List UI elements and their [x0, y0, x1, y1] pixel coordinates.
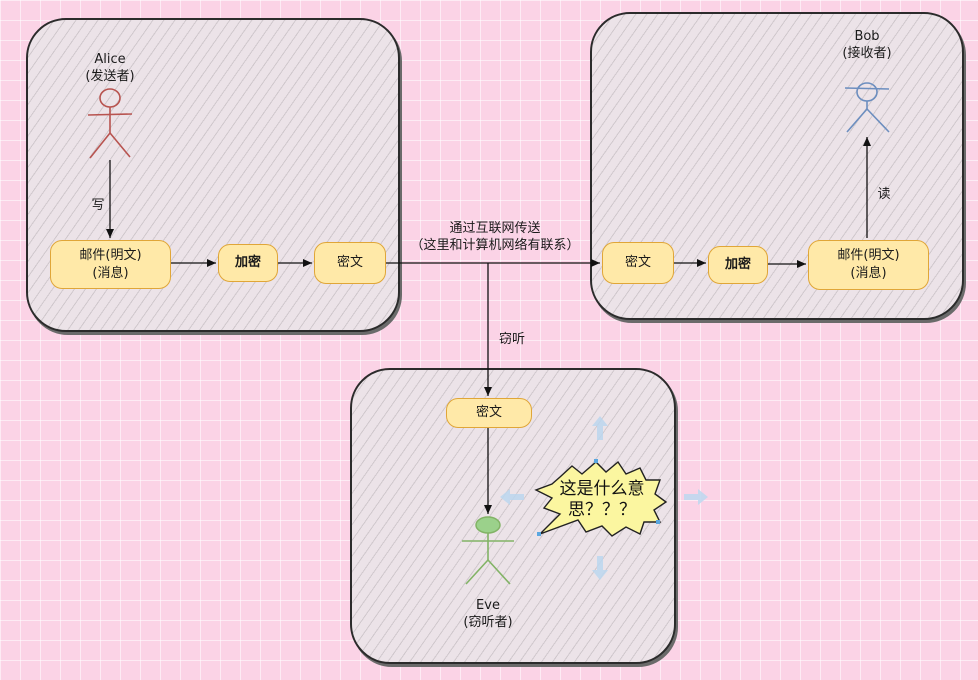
- alice-figure-icon: [87, 88, 133, 159]
- bob-mail-box: 邮件(明文) (消息): [808, 240, 929, 290]
- bob-mail-line1: 邮件(明文): [837, 248, 900, 263]
- alice-mail-line2: (消息): [92, 265, 129, 281]
- selection-handles-icon: [500, 416, 708, 580]
- alice-mail-box: 邮件(明文) (消息): [50, 240, 171, 289]
- eve-figure-icon: [462, 516, 514, 585]
- alice-name: Alice: [94, 52, 126, 67]
- bob-encrypt-label: 加密: [724, 257, 751, 272]
- write-label: 写: [91, 198, 105, 213]
- read-label: 读: [877, 187, 891, 202]
- alice-encrypt-label: 加密: [234, 255, 261, 270]
- bob-cipher-box: 密文: [602, 242, 674, 284]
- alice-encrypt-box: 加密: [218, 244, 278, 282]
- speech-bubble-icon: [534, 460, 668, 537]
- bob-cipher-label: 密文: [624, 255, 651, 270]
- bob-encrypt-box: 加密: [708, 246, 768, 284]
- speech-text: 这是什么意 思？？？: [548, 479, 656, 521]
- eve-cipher-label: 密文: [475, 405, 502, 420]
- bob-name: Bob: [854, 29, 880, 44]
- alice-role: (发送者): [85, 69, 135, 84]
- eavesdrop-label: 窃听: [498, 332, 525, 347]
- transfer-label-line2: （这里和计算机网络有联系）: [410, 238, 580, 253]
- alice-mail-line1: 邮件(明文): [79, 247, 142, 263]
- eve-cipher-box: 密文: [446, 398, 532, 428]
- alice-cipher-box: 密文: [314, 242, 386, 284]
- bob-role: (接收者): [842, 46, 892, 61]
- speech-line1: 这是什么意: [559, 479, 645, 499]
- transfer-label-line1: 通过互联网传送: [449, 221, 541, 236]
- speech-line2: 思？？？: [568, 500, 636, 520]
- eve-name: Eve: [476, 598, 500, 613]
- alice-cipher-label: 密文: [336, 255, 363, 270]
- eve-role: (窃听者): [463, 615, 513, 630]
- bob-figure-icon: [844, 82, 890, 133]
- bob-mail-line2: (消息): [850, 266, 887, 281]
